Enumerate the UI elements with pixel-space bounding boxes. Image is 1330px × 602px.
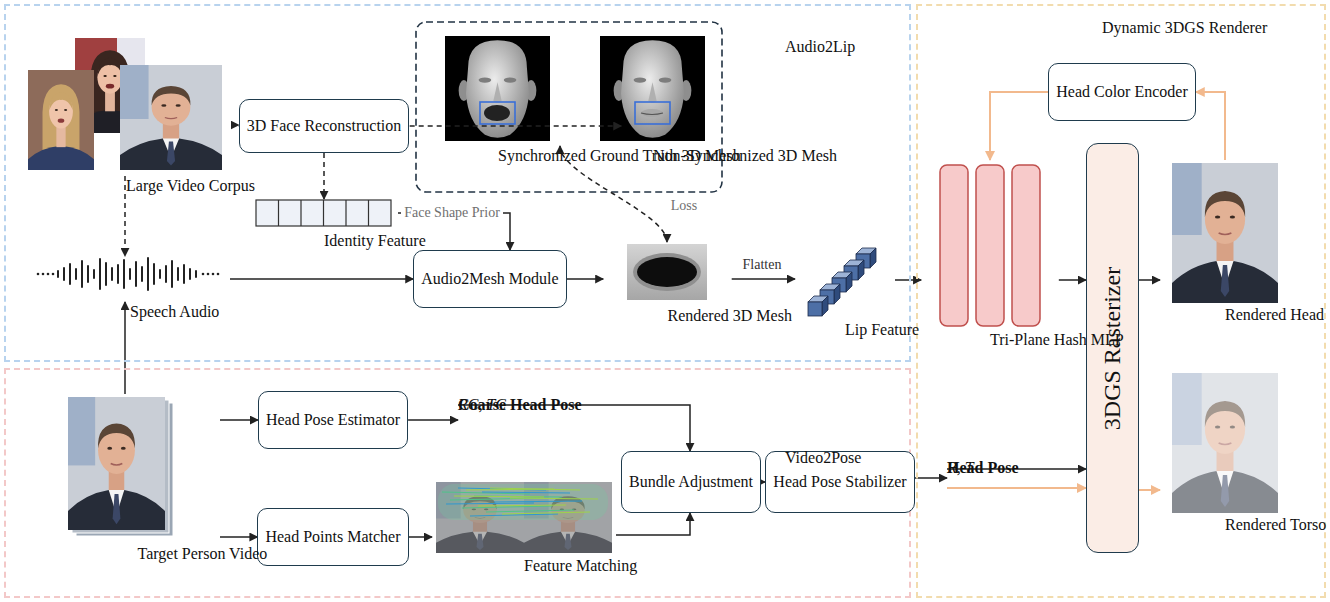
connector-arrow [1139, 489, 1160, 491]
connector-arrow [409, 536, 432, 538]
rendered-head-image [1172, 163, 1278, 303]
module-region: Audio2LipLarge Video Corpus3D Face Recon… [4, 4, 911, 362]
connector-arrow [124, 302, 126, 394]
connector-arrow [1139, 279, 1160, 281]
connector-arrow [990, 92, 1048, 160]
rendered-torso-image [1172, 373, 1278, 513]
connector-arrow [616, 513, 690, 535]
rendered-image: Rendered Torso [1160, 370, 1290, 515]
pose-label: R, T [947, 458, 974, 478]
pose-label: RC, TC [458, 395, 506, 415]
caption: Large Video Corpus [126, 176, 255, 196]
edge-label: Flatten [740, 257, 785, 272]
box-label: 3D Face Reconstruction [247, 116, 402, 135]
connector-arrow [323, 153, 325, 199]
video-frames: Target Person Video [55, 394, 220, 544]
audio-waveform: Speech Audio [30, 256, 230, 302]
box-label: Audio2Mesh Module [421, 269, 558, 288]
module-region: Dynamic 3DGS RendererHead Color EncoderT… [916, 4, 1326, 598]
matching-image: Feature Matching [432, 480, 616, 556]
caption: Speech Audio [130, 302, 219, 322]
caption: Target Person Video [138, 544, 268, 564]
mesh-group-frame [416, 22, 722, 192]
process-box: Head Pose Estimator [258, 391, 408, 449]
connector-arrow [947, 487, 1086, 489]
caption: Rendered 3D Mesh [667, 306, 791, 326]
connector-arrow [1059, 279, 1086, 281]
mlp-bars: Tri-Plane Hash MLP [921, 160, 1059, 330]
process-box: 3D Face Reconstruction [239, 99, 410, 153]
feature-vector: Identity Feature [250, 199, 398, 231]
connector-arrow [915, 477, 947, 479]
caption: Identity Feature [324, 231, 426, 251]
ground-truth-mesh [445, 36, 550, 141]
edge-label: Loss [668, 198, 700, 213]
rasterizer-label: 3DGS Rasterizer [1099, 266, 1126, 429]
region-title: Video2Pose [785, 449, 861, 467]
process-box: Audio2Mesh Module [413, 250, 566, 308]
process-box: Head Color Encoder [1048, 63, 1196, 121]
non-sync-mesh [600, 36, 705, 141]
module-region: Video2PoseTarget Person VideoHead Pose E… [4, 368, 911, 598]
mesh-image: Non-Synchronized 3D Mesh [559, 34, 747, 146]
lip-feature-cubes [808, 248, 876, 316]
edge-label: Face Shape Prior [401, 205, 503, 220]
connector-arrow [1196, 92, 1225, 160]
region-title: Audio2Lip [785, 38, 855, 56]
box-label: Head Pose Stabilizer [773, 472, 906, 491]
mesh-image: Synchronized Ground Truth 3D Mesh [375, 34, 622, 146]
region-title: Dynamic 3DGS Renderer [1102, 19, 1267, 37]
feature-vector: Lip Feature [795, 244, 895, 320]
caption: Lip Feature [845, 320, 919, 340]
connector-arrow [567, 278, 604, 280]
connector-arrow [220, 536, 257, 538]
video-corpus-photos [28, 38, 222, 170]
process-box: Head Points Matcher [257, 508, 408, 566]
connector-arrow [230, 278, 413, 280]
box-label: Bundle Adjustment [629, 472, 753, 491]
caption: Non-Synchronized 3D Mesh [653, 146, 837, 166]
video-corpus: Large Video Corpus [20, 36, 232, 176]
rendered-mesh [627, 244, 707, 300]
rendered-image: Rendered Head [1160, 160, 1290, 305]
caption: Rendered Head [1225, 305, 1324, 325]
feature-matching-image [436, 482, 612, 553]
mesh-image: Rendered 3D Mesh [603, 242, 731, 306]
process-box: Bundle Adjustment [621, 451, 761, 513]
caption: Feature Matching [524, 556, 637, 576]
box-label: Head Points Matcher [265, 527, 400, 546]
speech-waveform [37, 258, 220, 290]
tri-plane-bars [940, 165, 1040, 326]
target-video-frames [68, 397, 173, 536]
connector-arrow [124, 176, 126, 256]
identity-feature-bar [256, 200, 391, 226]
box-label: Head Pose Estimator [266, 410, 400, 429]
connector-arrow [232, 124, 239, 126]
connector-arrow [220, 419, 258, 421]
caption: Rendered Torso [1225, 515, 1326, 535]
box-label: Head Color Encoder [1056, 82, 1188, 101]
connector-arrow [732, 278, 795, 280]
connector-arrow [408, 419, 458, 421]
